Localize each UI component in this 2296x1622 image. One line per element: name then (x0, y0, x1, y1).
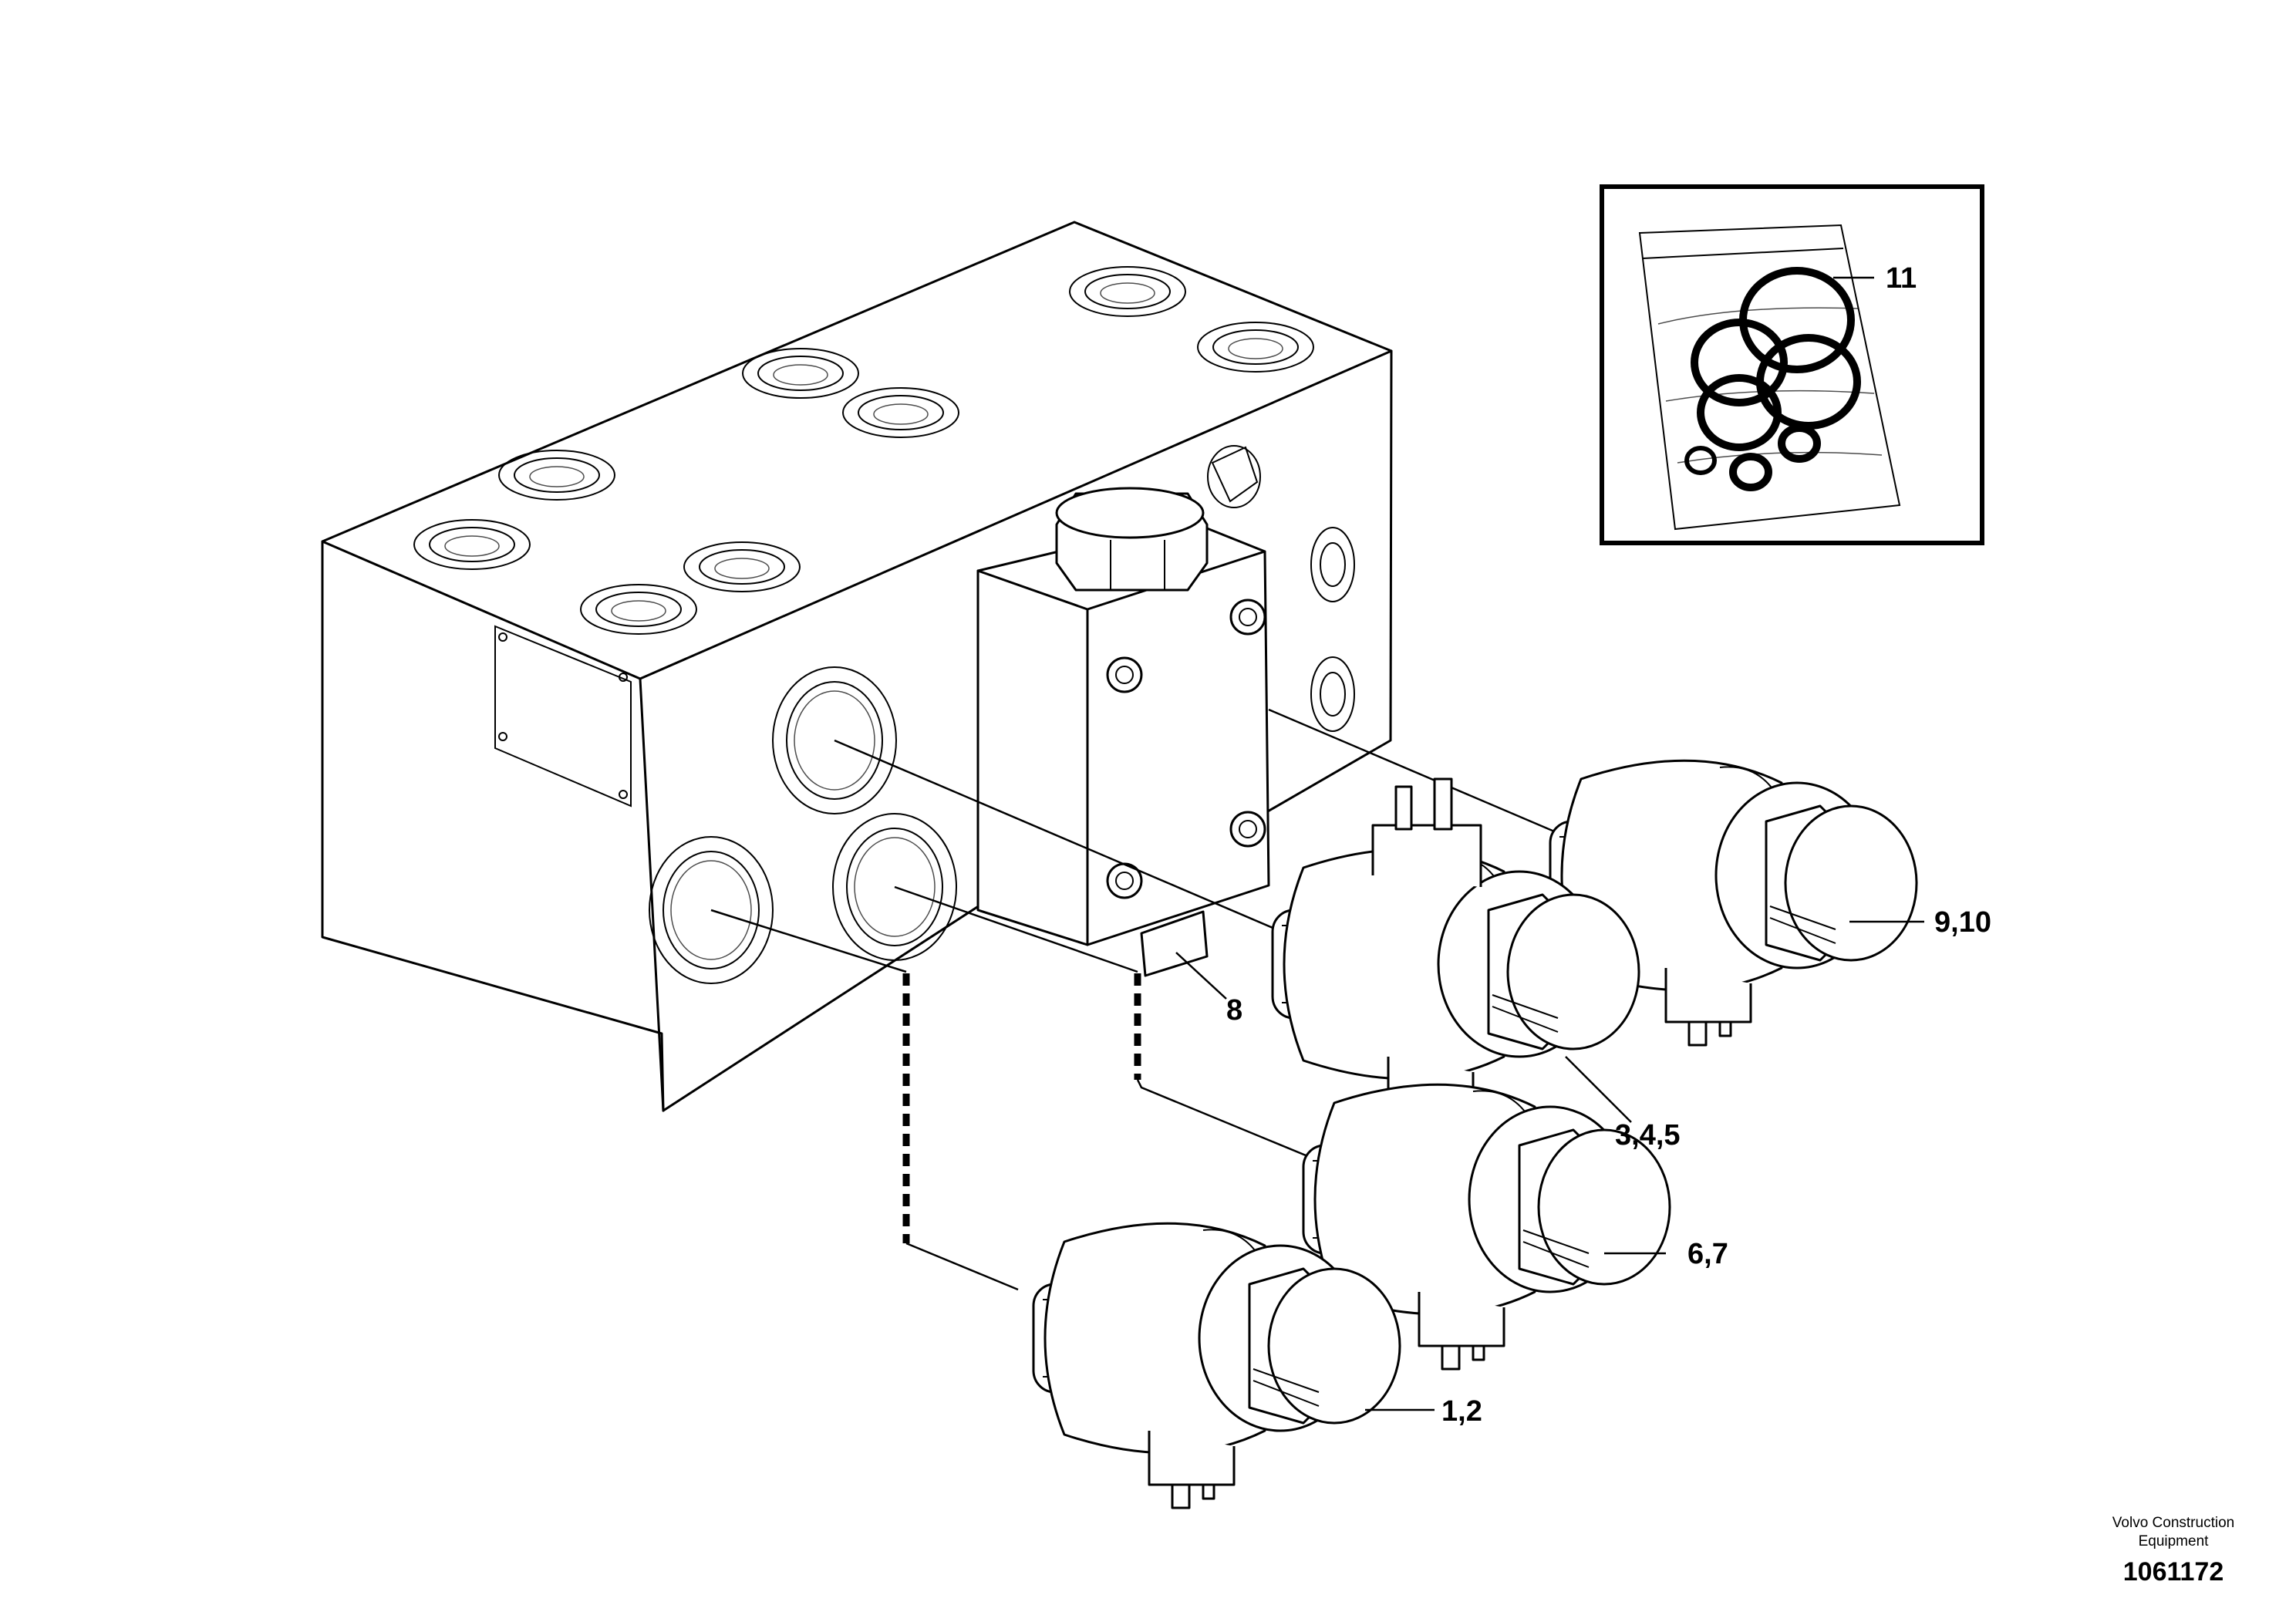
seal-kit-inset (1600, 184, 1984, 545)
brand-line-1: Volvo Construction (2112, 1515, 2235, 1531)
brand-label: Volvo Construction Equipment (2073, 1514, 2274, 1551)
callout-8: 8 (1226, 994, 1242, 1027)
valve-cartridge (976, 487, 1270, 977)
valve-block (321, 221, 1393, 1112)
callout-11: 11 (1886, 262, 1917, 295)
leader-3-4-5 (1565, 1056, 1632, 1123)
callout-3-4-5: 3,4,5 (1615, 1119, 1681, 1152)
leader-lines (710, 708, 1559, 1291)
callout-9-10: 9,10 (1934, 906, 1991, 939)
solenoid-3-4-5 (1271, 777, 1640, 1135)
callout-1-2: 1,2 (1441, 1395, 1482, 1428)
callout-6-7: 6,7 (1687, 1238, 1728, 1270)
brand-line-2: Equipment (2138, 1533, 2209, 1549)
document-number: 1061172 (2122, 1557, 2224, 1587)
